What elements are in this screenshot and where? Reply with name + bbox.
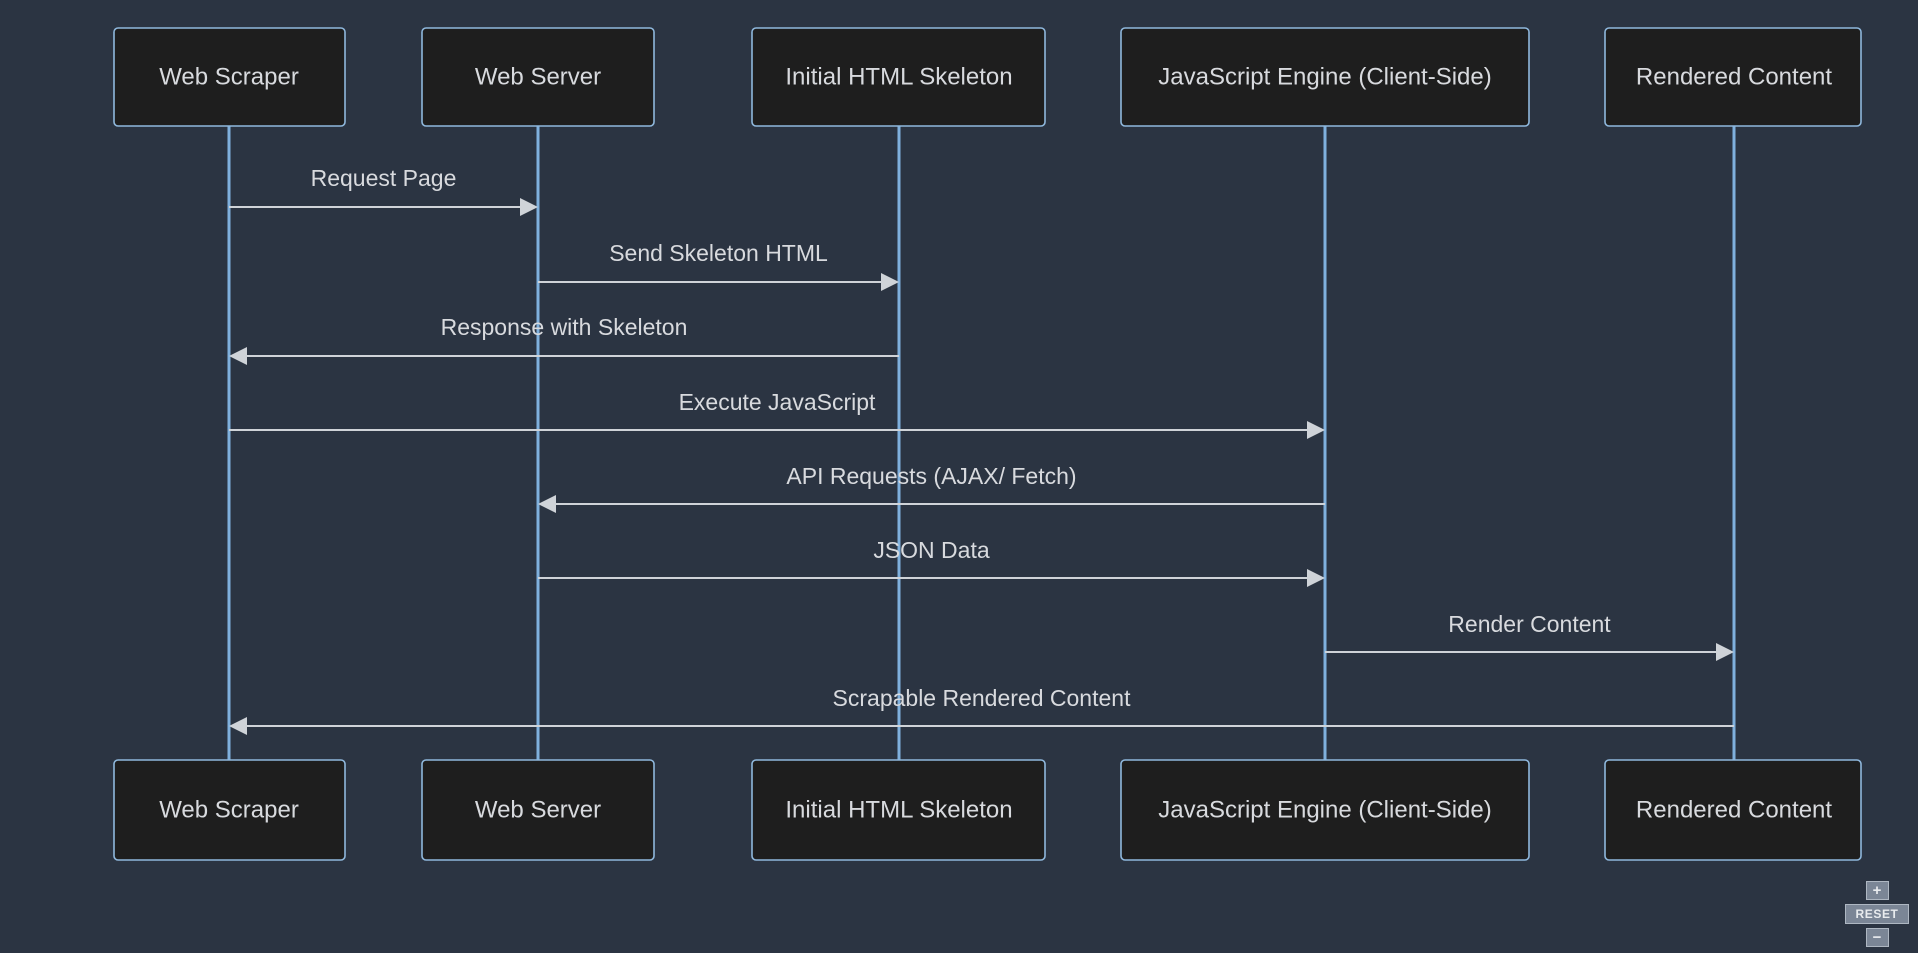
participant-boxes-top: Web Scraper Web Server Initial HTML Skelet… <box>113 27 1862 127</box>
participant-box-shape <box>421 27 655 127</box>
message-label: Scrapable Rendered Content <box>833 685 1132 711</box>
message-label: Execute JavaScript <box>679 389 876 415</box>
participant-box-shape <box>1604 759 1862 861</box>
participant-box-shape <box>751 759 1046 861</box>
message-arrowhead <box>229 717 247 735</box>
participant-label-scraper: Web Scraper <box>159 796 299 823</box>
message-label: Request Page <box>311 165 457 191</box>
message-arrowhead <box>538 495 556 513</box>
zoom-out-button[interactable]: − <box>1865 928 1889 947</box>
participant-box-scraper-bottom[interactable]: Web Scraper <box>113 759 346 861</box>
zoom-in-button[interactable]: + <box>1865 881 1889 900</box>
participant-label-rendered: Rendered Content <box>1636 796 1832 823</box>
message-label: Send Skeleton HTML <box>609 240 828 266</box>
message-4[interactable]: Execute JavaScript <box>229 389 1325 439</box>
message-6[interactable]: JSON Data <box>538 537 1325 587</box>
message-7[interactable]: Render Content <box>1325 611 1734 661</box>
participant-label-rendered: Rendered Content <box>1636 63 1832 90</box>
message-arrowhead <box>1307 421 1325 439</box>
participant-box-shape <box>1120 27 1530 127</box>
participant-label-skeleton: Initial HTML Skeleton <box>785 796 1012 823</box>
message-label: Render Content <box>1448 611 1611 637</box>
participant-box-skeleton-top[interactable]: Initial HTML Skeleton <box>751 27 1046 127</box>
message-arrowhead <box>1307 569 1325 587</box>
participant-label-jsengine: JavaScript Engine (Client-Side) <box>1158 796 1491 823</box>
participant-boxes-bottom: Web Scraper Web Server Initial HTML Skelet… <box>113 759 1862 861</box>
message-arrowhead <box>520 198 538 216</box>
participant-box-server-top[interactable]: Web Server <box>421 27 655 127</box>
participant-box-shape <box>113 759 346 861</box>
participant-box-jsengine-top[interactable]: JavaScript Engine (Client-Side) <box>1120 27 1530 127</box>
lifelines-layer <box>227 126 1736 760</box>
participant-label-scraper: Web Scraper <box>159 63 299 90</box>
participant-box-rendered-bottom[interactable]: Rendered Content <box>1604 759 1862 861</box>
participant-label-server: Web Server <box>475 796 601 823</box>
message-label: JSON Data <box>873 537 990 563</box>
message-arrowhead <box>881 273 899 291</box>
participant-box-scraper-top[interactable]: Web Scraper <box>113 27 346 127</box>
participant-box-shape <box>113 27 346 127</box>
message-label: Response with Skeleton <box>441 314 688 340</box>
participant-box-skeleton-bottom[interactable]: Initial HTML Skeleton <box>751 759 1046 861</box>
message-2[interactable]: Send Skeleton HTML <box>538 240 899 291</box>
message-1[interactable]: Request Page <box>229 165 538 216</box>
message-5[interactable]: API Requests (AJAX/ Fetch) <box>538 463 1325 513</box>
participant-label-jsengine: JavaScript Engine (Client-Side) <box>1158 63 1491 90</box>
message-arrowhead <box>229 347 247 365</box>
message-arrowhead <box>1716 643 1734 661</box>
message-8[interactable]: Scrapable Rendered Content <box>229 685 1734 735</box>
participant-label-server: Web Server <box>475 63 601 90</box>
participant-box-server-bottom[interactable]: Web Server <box>421 759 655 861</box>
participant-box-shape <box>1120 759 1530 861</box>
participant-box-shape <box>751 27 1046 127</box>
message-label: API Requests (AJAX/ Fetch) <box>786 463 1076 489</box>
participant-box-shape <box>421 759 655 861</box>
participant-label-skeleton: Initial HTML Skeleton <box>785 63 1012 90</box>
message-3[interactable]: Response with Skeleton <box>229 314 899 365</box>
participant-box-rendered-top[interactable]: Rendered Content <box>1604 27 1862 127</box>
zoom-reset-button[interactable]: RESET <box>1845 904 1909 924</box>
zoom-controls[interactable]: + RESET − <box>1844 881 1910 947</box>
participant-box-shape <box>1604 27 1862 127</box>
participant-box-jsengine-bottom[interactable]: JavaScript Engine (Client-Side) <box>1120 759 1530 861</box>
